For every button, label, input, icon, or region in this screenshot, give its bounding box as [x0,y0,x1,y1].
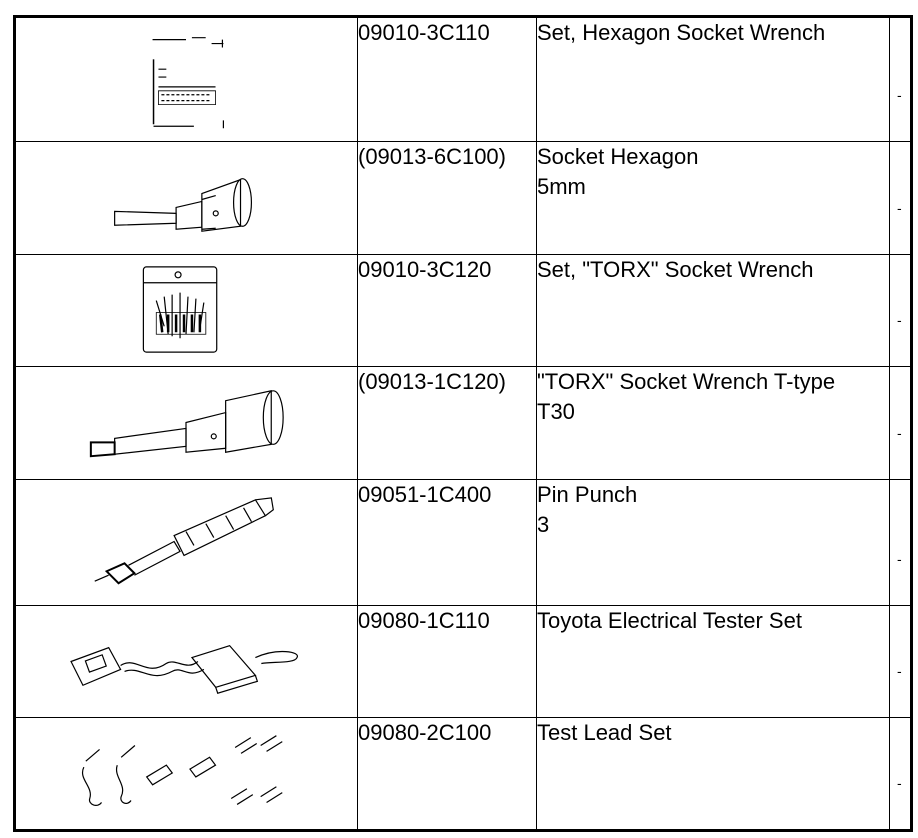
row-marker: - [889,717,912,831]
tool-illustration-cell [14,366,358,480]
tool-illustration-cell [14,16,358,142]
tool-illustration-cell [14,605,358,718]
row-marker: - [889,16,912,142]
row-marker: - [889,141,912,255]
tool-name: Toyota Electrical Tester Set [536,605,890,718]
tool-illustration-cell [14,479,358,606]
table-row: 09010-3C110 Set, Hexagon Socket Wrench - [14,16,912,142]
pin-punch-icon [16,480,357,605]
tool-illustration-cell [14,254,358,367]
tool-illustration-cell [14,141,358,255]
electrical-tester-set-icon [16,606,357,717]
row-marker: - [889,605,912,718]
table-row: (09013-1C120) "TORX" Socket Wrench T-typ… [14,366,912,480]
special-service-tools-table: 09010-3C110 Set, Hexagon Socket Wrench - [13,15,913,832]
test-lead-set-icon [16,718,357,829]
tool-name: Test Lead Set [536,717,890,831]
hex-socket-icon [16,142,357,254]
table-row: 09080-1C110 Toyota Electrical Tester Set… [14,605,912,718]
row-marker: - [889,366,912,480]
table-row: 09080-2C100 Test Lead Set - [14,717,912,831]
row-marker: - [889,254,912,367]
part-number: (09013-1C120) [357,366,537,480]
tool-name: Set, Hexagon Socket Wrench [536,16,890,142]
part-number: 09080-1C110 [357,605,537,718]
part-number: (09013-6C100) [357,141,537,255]
tool-illustration-cell [14,717,358,831]
part-number: 09010-3C110 [357,16,537,142]
table-row: 09010-3C120 Set, "TORX" Socket Wrench - [14,254,912,367]
torx-socket-icon [16,367,357,479]
part-number: 09080-2C100 [357,717,537,831]
torx-socket-wrench-set-icon [16,255,357,366]
row-marker: - [889,479,912,606]
hex-socket-wrench-set-icon [16,18,357,141]
part-number: 09010-3C120 [357,254,537,367]
tool-name: Set, "TORX" Socket Wrench [536,254,890,367]
part-number: 09051-1C400 [357,479,537,606]
